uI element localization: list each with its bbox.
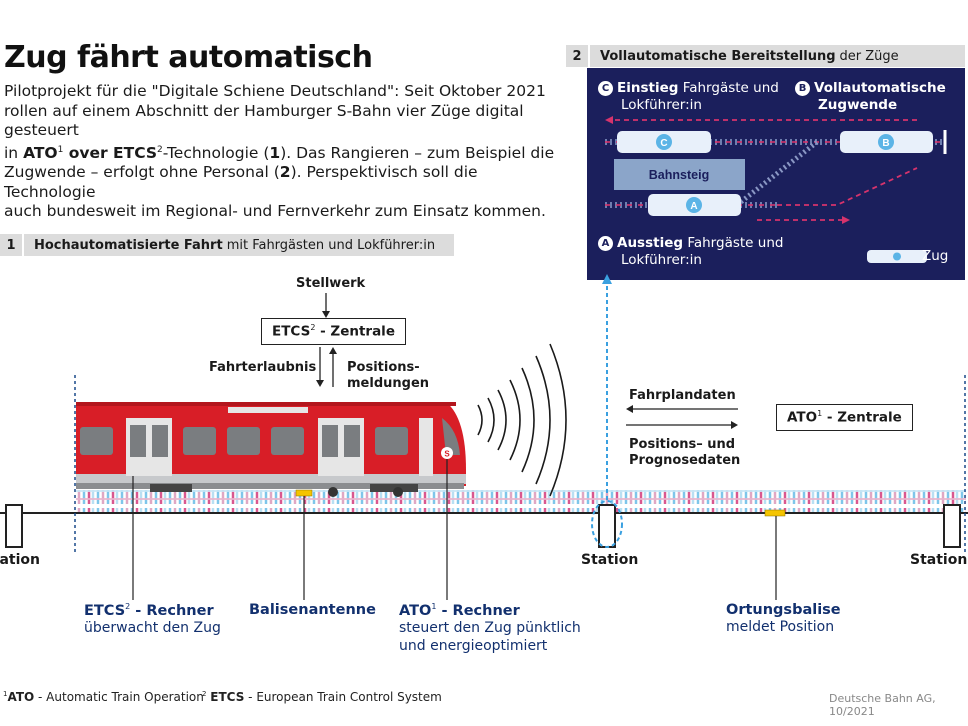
- label-c-line2: Lokführer:in: [621, 97, 702, 113]
- etcs-zentrale-box: ETCS2 - Zentrale: [261, 318, 406, 345]
- section-2-header: 2 Vollautomatische Bereitstellung der Zü…: [566, 45, 965, 67]
- badge-c: C: [598, 81, 613, 96]
- fahrterlaubnis-label: Fahrterlaubnis: [209, 360, 317, 375]
- stellwerk-label: Stellwerk: [296, 276, 366, 291]
- platform-label: Bahnsteig: [649, 168, 709, 182]
- section-1-subtitle: mit Fahrgästen und Lokführer:in: [226, 237, 436, 253]
- svg-text:S: S: [444, 450, 450, 459]
- db-s-logo: [441, 447, 453, 459]
- fahrplandaten-label: Fahrplandaten: [629, 388, 736, 403]
- svg-text:A: A: [690, 201, 697, 212]
- footnote-etcs: 2 ETCS - European Train Control System: [202, 690, 442, 704]
- ortungsbalise: [764, 509, 786, 517]
- station-label-left: Station: [0, 552, 40, 568]
- s-bahn-train: S: [76, 402, 466, 497]
- section-1-header: 1 Hochautomatisierte Fahrt mit Fahrgäste…: [0, 234, 454, 256]
- station-marker-left: [5, 504, 23, 548]
- positionsmeldungen-label: Positions- meldungen: [347, 360, 430, 391]
- badge-b: B: [795, 81, 810, 96]
- ortungsbalise-callout: Ortungsbalise meldet Position: [726, 602, 841, 635]
- section-2-title: Vollautomatische Bereitstellung: [600, 48, 836, 64]
- footnote-ato: 1ATO - Automatic Train Operation: [3, 690, 204, 704]
- prognosedaten-label: Positions– und Prognosedaten: [629, 437, 741, 468]
- section-1-number: 1: [6, 237, 16, 253]
- balisenantenne: [295, 489, 313, 497]
- section-2-subtitle: der Züge: [839, 48, 899, 64]
- svg-text:B: B: [882, 138, 889, 149]
- station-label-right: Station: [910, 552, 968, 568]
- intro-text: Pilotprojekt für die "Digitale Schiene D…: [4, 82, 555, 221]
- station-marker-right: [943, 504, 961, 548]
- station-label-middle: Station: [581, 552, 639, 568]
- legend-zug-label: Zug: [922, 248, 949, 264]
- station-marker-middle: [598, 504, 616, 548]
- section-1-title: Hochautomatisierte Fahrt: [34, 237, 223, 253]
- bereitstellung-diagram: Bahnsteig C B A: [605, 116, 947, 263]
- ato-zentrale-box: ATO1 - Zentrale: [776, 404, 913, 431]
- page-title: Zug fährt automatisch: [4, 40, 373, 75]
- digital-track-band: [76, 490, 966, 512]
- svg-text:C: C: [660, 138, 667, 149]
- station-highlight: [591, 500, 623, 548]
- label-a-line2: Lokführer:in: [621, 252, 702, 268]
- source-credit: Deutsche Bahn AG, 10/2021: [829, 692, 936, 718]
- ato-rechner-callout: ATO1 - Rechner steuert den Zug pünktlich…: [399, 602, 581, 654]
- radio-waves-icon: [477, 343, 567, 497]
- section-2-number: 2: [572, 48, 582, 64]
- balisenantenne-callout: Balisenantenne: [249, 602, 376, 618]
- badge-a: A: [598, 236, 613, 251]
- etcs-rechner-callout: ETCS2 - Rechner überwacht den Zug: [84, 602, 221, 636]
- label-b-line2: Zugwende: [818, 97, 898, 113]
